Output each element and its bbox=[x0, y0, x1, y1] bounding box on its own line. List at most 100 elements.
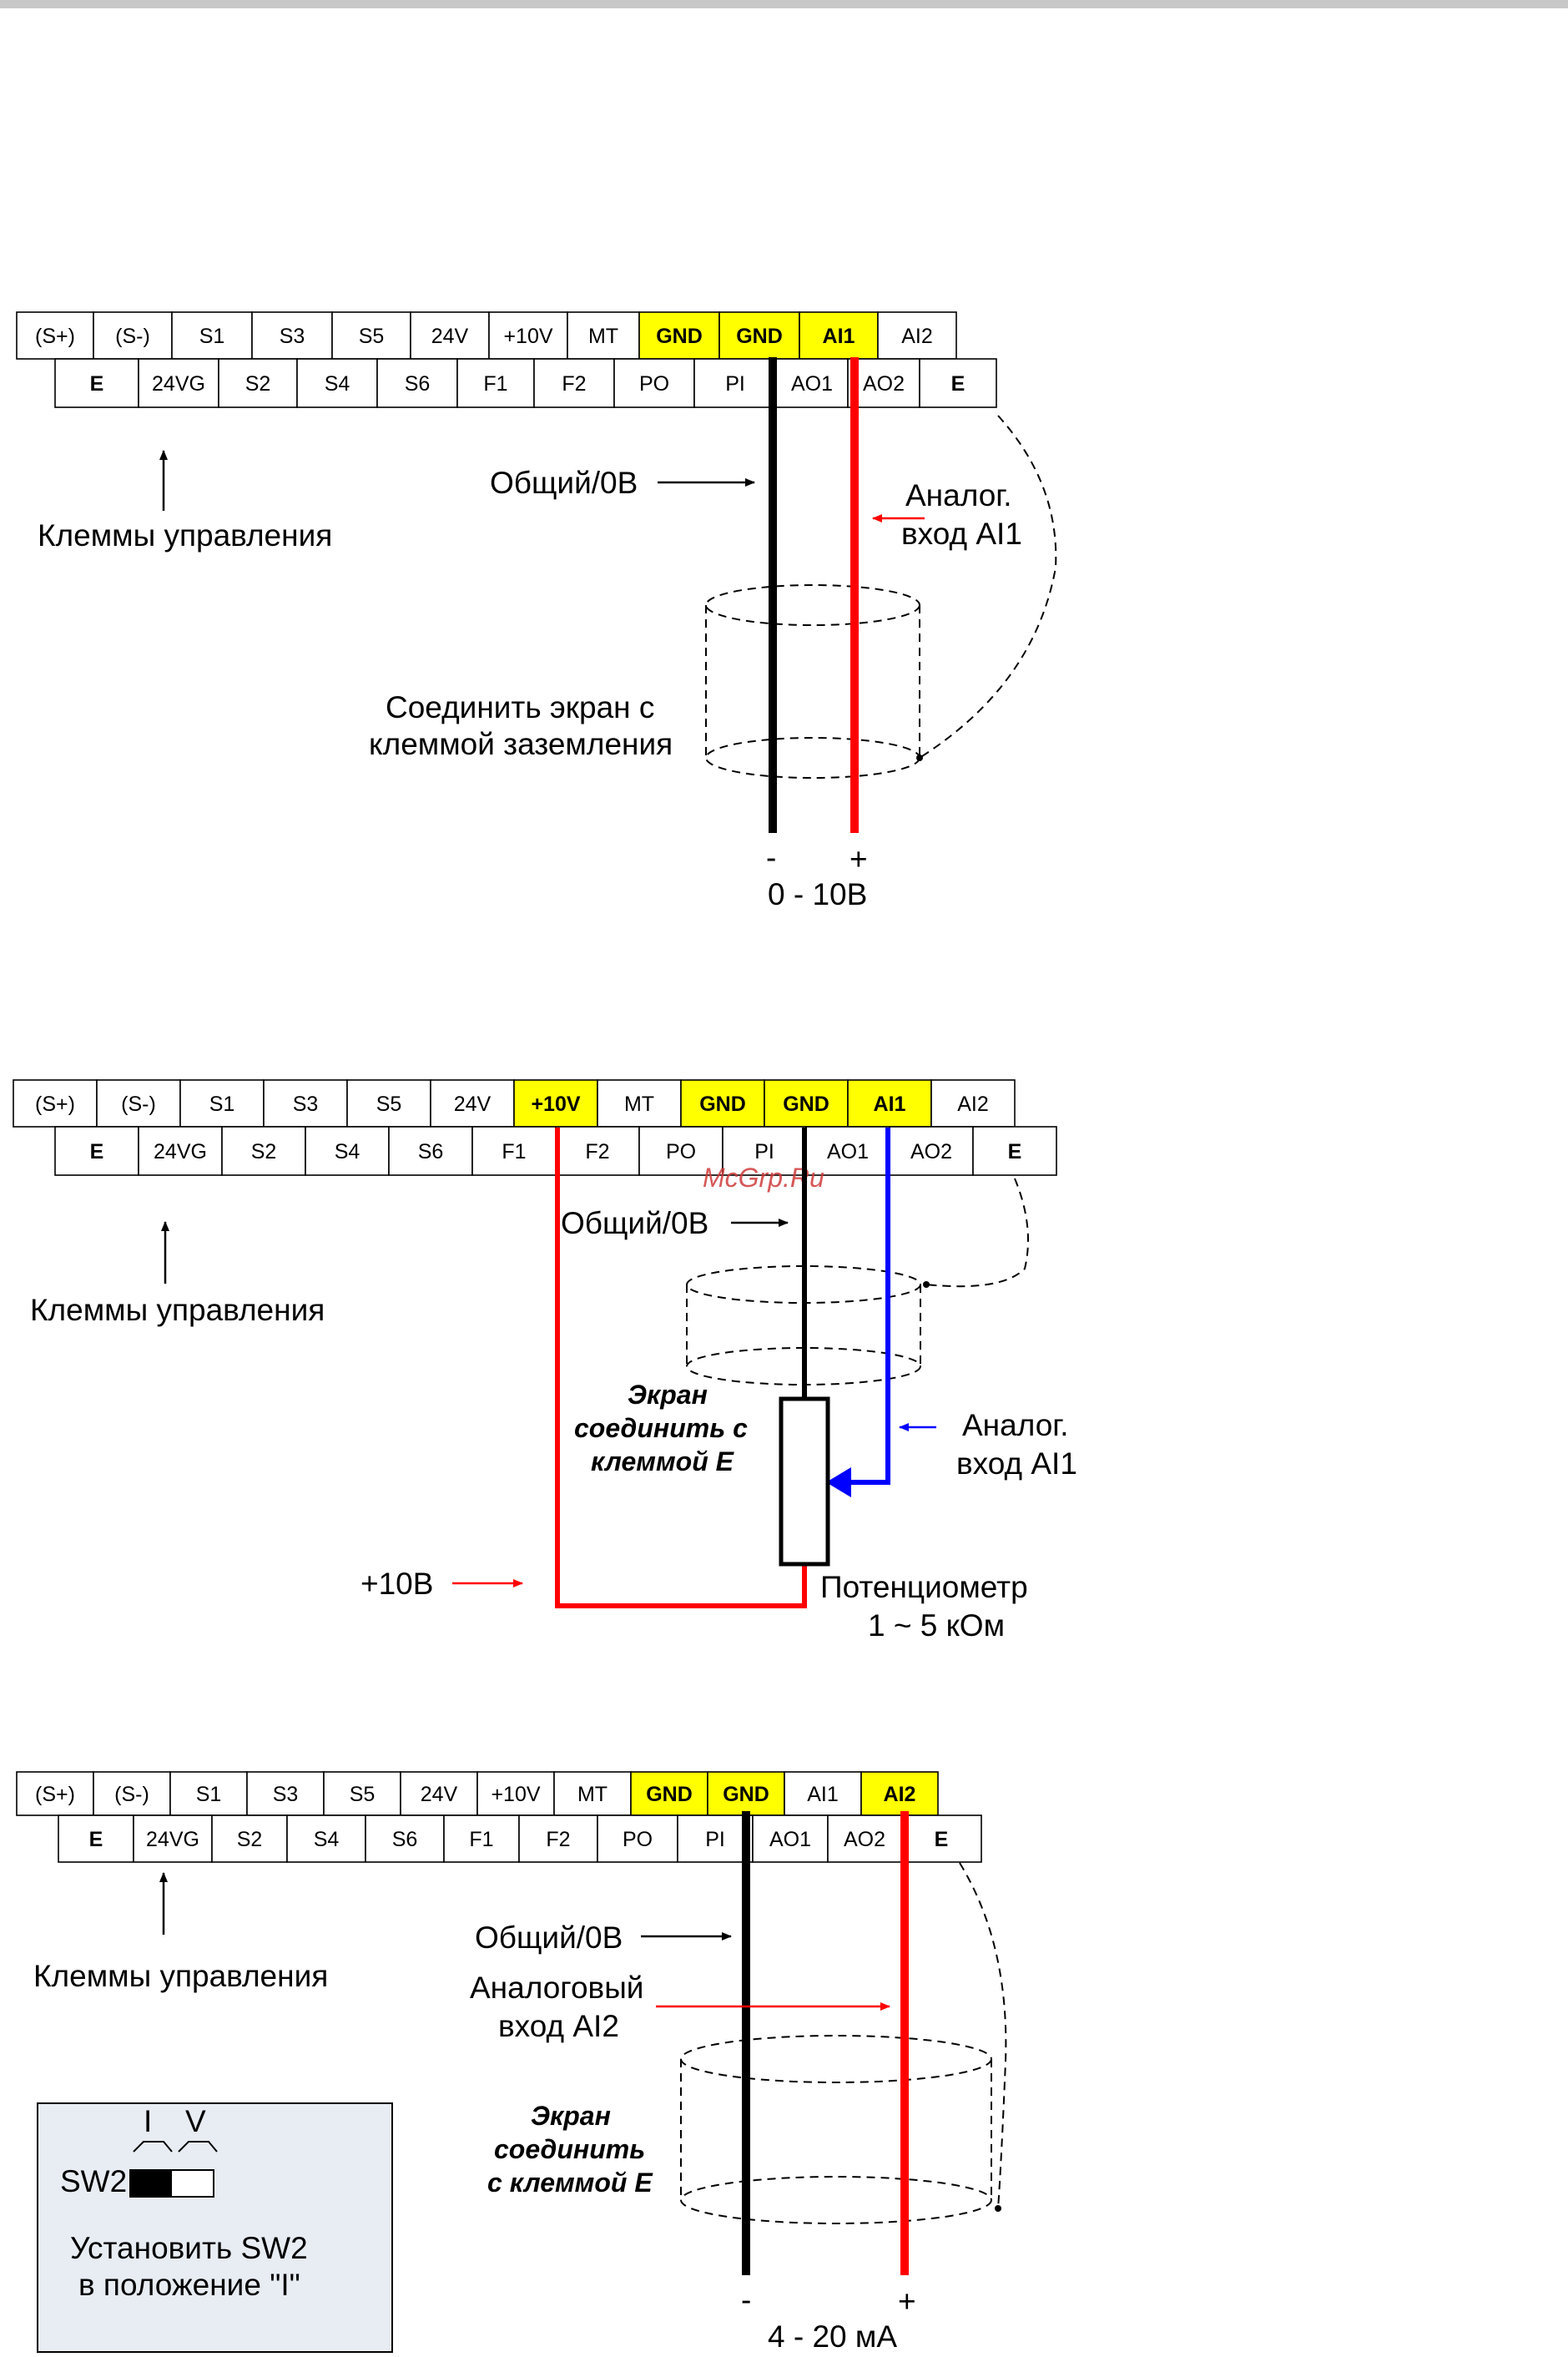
sw2-label: SW2 bbox=[60, 2164, 127, 2198]
terminal-label: S6 bbox=[392, 1828, 418, 1851]
terminal-label: E bbox=[89, 1828, 103, 1851]
terminal-label: AO1 bbox=[827, 1140, 869, 1163]
shield-label-1: Экран bbox=[531, 2101, 611, 2131]
terminal-label: (S-) bbox=[114, 1783, 149, 1806]
plus-label: + bbox=[850, 842, 868, 876]
terminal-label: S5 bbox=[359, 325, 385, 348]
terminal-label: AO1 bbox=[769, 1828, 811, 1851]
sw2-settings-box: I V SW2 Установить SW2 в положение "I" bbox=[37, 2102, 393, 2353]
terminal-label: PI bbox=[754, 1140, 774, 1163]
terminal-label: F1 bbox=[469, 1828, 493, 1851]
plus10v-label: +10В bbox=[360, 1567, 433, 1601]
terminal-label: F1 bbox=[502, 1140, 526, 1163]
terminal-10v: +10V bbox=[476, 1771, 555, 1816]
terminal-label: S3 bbox=[273, 1783, 299, 1806]
minus-label: - bbox=[741, 2283, 751, 2317]
switch-position-i-label: I bbox=[144, 2104, 152, 2138]
terminal-s1: S1 bbox=[171, 311, 253, 360]
sw2-note-1: Установить SW2 bbox=[70, 2231, 308, 2265]
terminal-e: E bbox=[900, 1814, 982, 1863]
terminal-f2: F2 bbox=[518, 1814, 598, 1863]
terminal-s3: S3 bbox=[263, 1079, 348, 1128]
terminal-10v: +10V bbox=[488, 311, 568, 360]
terminal-s6: S6 bbox=[376, 358, 458, 408]
terminal-ao1: AO1 bbox=[775, 358, 849, 408]
terminal-label: S4 bbox=[314, 1828, 340, 1851]
terminal-label: 24VG bbox=[154, 1140, 207, 1163]
control-terminals-label: Клеммы управления bbox=[30, 1293, 325, 1327]
terminal-label: F2 bbox=[562, 372, 586, 396]
terminal-f1: F1 bbox=[456, 358, 535, 408]
terminal-label: F2 bbox=[585, 1140, 609, 1163]
terminal-label: AO2 bbox=[863, 372, 905, 396]
minus-label: - bbox=[766, 840, 776, 875]
top-divider-bar bbox=[0, 0, 1568, 8]
terminal-label: GND bbox=[783, 1093, 829, 1116]
terminal-label: GND bbox=[656, 325, 703, 348]
terminal-label: AO2 bbox=[844, 1828, 885, 1851]
terminal-label: MT bbox=[577, 1783, 608, 1806]
terminal-pi: PI bbox=[693, 358, 777, 408]
terminal-ai2: AI2 bbox=[860, 1771, 939, 1816]
terminal-label: AO1 bbox=[791, 372, 833, 396]
plus-label: + bbox=[898, 2284, 916, 2319]
terminal-24vg: 24VG bbox=[138, 358, 219, 408]
terminal-label: E bbox=[90, 1140, 104, 1163]
terminal-po: PO bbox=[613, 358, 695, 408]
terminal-ao2: AO2 bbox=[889, 1126, 974, 1176]
analog-input-label-2: вход AI1 bbox=[901, 517, 1022, 551]
terminal-label: S1 bbox=[196, 1783, 222, 1806]
terminal-24v: 24V bbox=[430, 1079, 515, 1128]
potentiometer bbox=[779, 1396, 830, 1567]
terminal-label: PO bbox=[666, 1140, 696, 1163]
potentiometer-label-1: Потенциометр bbox=[820, 1570, 1028, 1604]
terminal-label: S3 bbox=[280, 325, 305, 348]
common-label: Общий/0В bbox=[490, 466, 638, 500]
shield-label-2: клеммой заземления bbox=[369, 727, 673, 761]
terminal-ai1: AI1 bbox=[784, 1771, 862, 1816]
terminal-s: (S-) bbox=[93, 1771, 171, 1816]
terminal-label: PO bbox=[639, 372, 669, 396]
terminal-s4: S4 bbox=[296, 358, 378, 408]
terminal-label: GND bbox=[723, 1783, 769, 1806]
terminal-label: +10V bbox=[503, 325, 552, 348]
terminal-f2: F2 bbox=[555, 1126, 640, 1176]
terminal-e: E bbox=[54, 1126, 139, 1176]
terminal-e: E bbox=[54, 358, 139, 408]
terminal-e: E bbox=[919, 358, 997, 408]
terminal-s: (S-) bbox=[93, 311, 173, 360]
terminal-label: MT bbox=[624, 1093, 654, 1116]
shield-label-1: Соединить экран с bbox=[386, 690, 654, 724]
terminal-label: (S+) bbox=[35, 1093, 75, 1116]
terminal-pi: PI bbox=[677, 1814, 754, 1863]
cable-shield bbox=[680, 1862, 1007, 2224]
terminal-label: F1 bbox=[483, 372, 507, 396]
terminal-s6: S6 bbox=[365, 1814, 445, 1863]
terminal-label: 24V bbox=[431, 325, 469, 348]
terminal-mt: MT bbox=[553, 1771, 632, 1816]
plus10v-wire bbox=[555, 1128, 807, 1608]
terminal-label: (S+) bbox=[35, 1783, 75, 1806]
common-label: Общий/0В bbox=[475, 1920, 623, 1955]
terminal-label: 24V bbox=[421, 1783, 458, 1806]
shield-label-1: Экран bbox=[628, 1380, 708, 1410]
terminal-label: AI2 bbox=[901, 325, 933, 348]
terminal-s2: S2 bbox=[211, 1814, 288, 1863]
terminal-ai2: AI2 bbox=[930, 1079, 1016, 1128]
terminal-label: AI2 bbox=[957, 1093, 989, 1116]
ai1-wire bbox=[838, 1128, 890, 1485]
terminal-24vg: 24VG bbox=[133, 1814, 213, 1863]
terminal-label: MT bbox=[588, 325, 618, 348]
terminal-mt: MT bbox=[567, 311, 640, 360]
terminal-label: S2 bbox=[237, 1828, 263, 1851]
terminal-ai1: AI1 bbox=[847, 1079, 932, 1128]
terminal-label: AO2 bbox=[910, 1140, 952, 1163]
terminal-label: 24V bbox=[454, 1093, 492, 1116]
terminal-f2: F2 bbox=[533, 358, 615, 408]
